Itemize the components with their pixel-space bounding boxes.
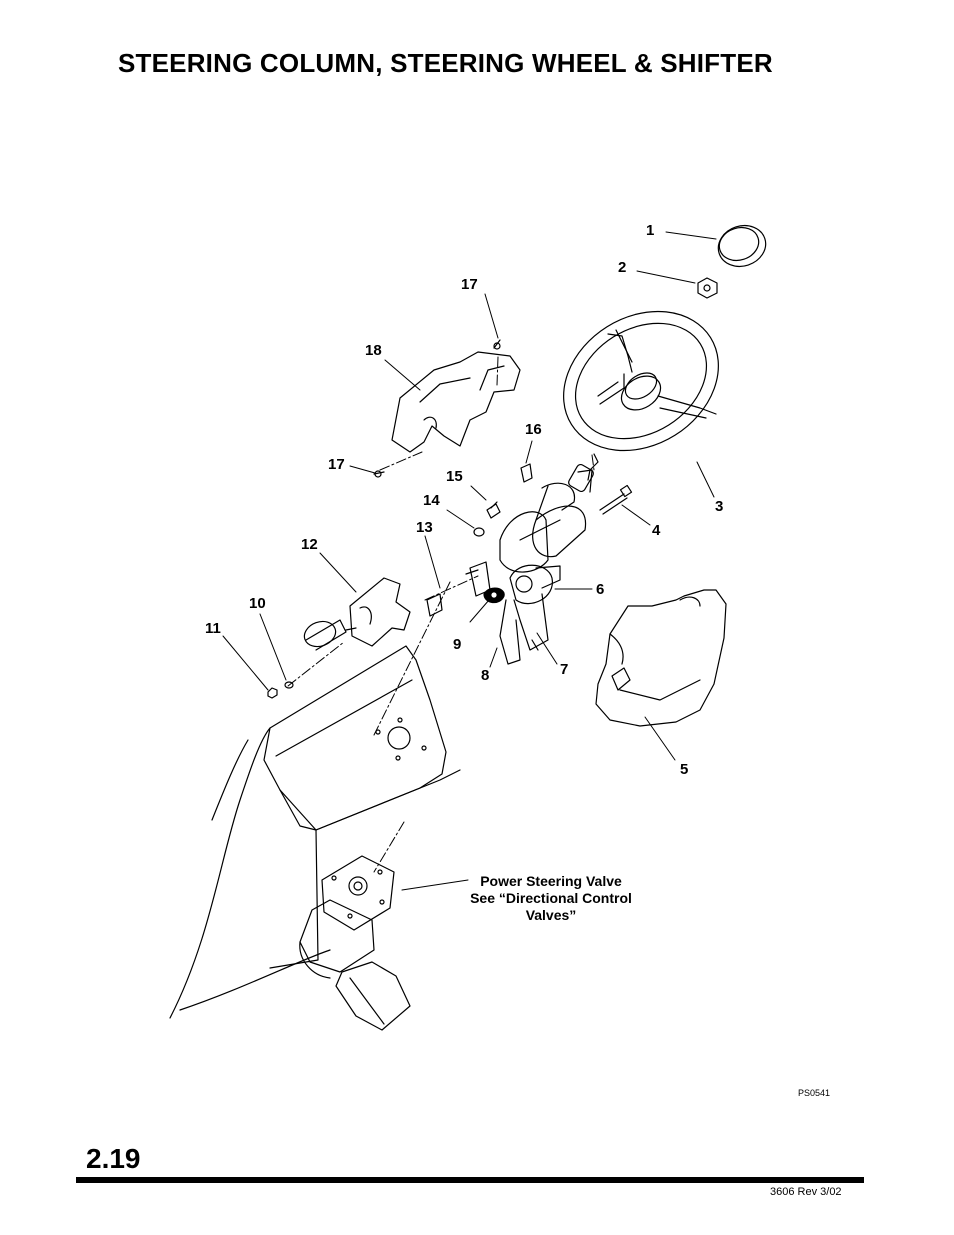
column-bolt xyxy=(599,484,633,515)
callout-9: 9 xyxy=(453,636,461,653)
wheel-nut xyxy=(697,277,718,299)
dash-panel xyxy=(169,645,461,1019)
callout-7: 7 xyxy=(560,661,568,678)
note-line-1: Power Steering Valve xyxy=(480,873,622,889)
note-line-2: See “Directional Control xyxy=(470,890,632,906)
steering-column xyxy=(499,453,599,573)
page-title: STEERING COLUMN, STEERING WHEEL & SHIFTE… xyxy=(118,48,773,78)
callout-2: 2 xyxy=(618,259,626,276)
callout-11: 11 xyxy=(205,620,221,637)
callout-17-upper: 17 xyxy=(461,276,478,293)
section-number: 2.19 xyxy=(86,1143,141,1174)
switch-nut-washer xyxy=(267,681,294,699)
figure-code: PS0541 xyxy=(798,1088,831,1098)
callout-12: 12 xyxy=(301,536,318,553)
footer-rule xyxy=(76,1177,864,1183)
callout-4: 4 xyxy=(652,522,661,539)
callout-10: 10 xyxy=(249,595,266,612)
callout-3: 3 xyxy=(715,498,723,515)
power-steering-note: Power Steering Valve See “Directional Co… xyxy=(470,873,632,923)
callout-17-lower: 17 xyxy=(328,456,345,473)
shroud-screws xyxy=(373,339,501,478)
small-hardware xyxy=(473,463,533,537)
callout-6: 6 xyxy=(596,581,604,598)
switch-plate xyxy=(426,593,443,617)
horn-cap xyxy=(717,224,767,268)
callout-labels: 1 2 3 4 5 6 7 8 9 10 11 12 13 14 15 16 1… xyxy=(205,222,723,778)
callout-13: 13 xyxy=(416,519,433,536)
assembly-centerlines xyxy=(287,356,595,873)
ignition-switch xyxy=(303,577,411,651)
callout-18: 18 xyxy=(365,342,382,359)
lower-shroud xyxy=(595,589,727,727)
callout-16: 16 xyxy=(525,421,542,438)
callout-14: 14 xyxy=(423,492,440,509)
callout-1: 1 xyxy=(646,222,654,239)
shifter-bracket xyxy=(465,561,561,665)
revision-label: 3606 Rev 3/02 xyxy=(770,1186,842,1198)
callout-15: 15 xyxy=(446,468,463,485)
callout-8: 8 xyxy=(481,667,489,684)
power-steering-valve xyxy=(299,855,411,1031)
upper-shroud xyxy=(391,351,521,453)
callout-5: 5 xyxy=(680,761,688,778)
note-line-3: Valves” xyxy=(526,907,577,923)
leader-lines xyxy=(222,231,717,891)
steering-wheel xyxy=(563,310,719,452)
